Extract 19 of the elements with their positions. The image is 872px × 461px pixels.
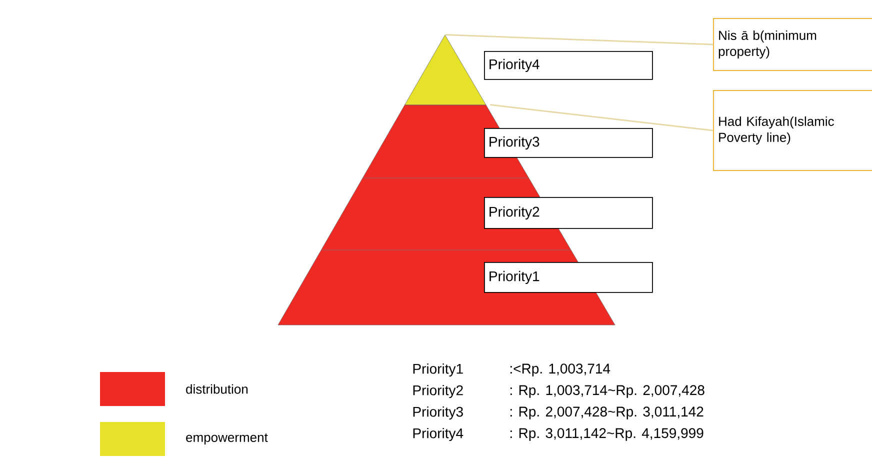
range-text: : Rp. 1,003,714~Rp. 2,007,428 bbox=[510, 385, 704, 398]
range-text: : Rp. 2,007,428~Rp. 3,011,142 bbox=[510, 406, 704, 420]
leader-line bbox=[445, 34, 714, 46]
label-box: Priority4 bbox=[484, 51, 653, 80]
legend-text: distribution bbox=[186, 384, 248, 394]
range-text: :<Rp. 1,003,714 bbox=[510, 364, 610, 376]
range-text: : Rp. 3,011,142~Rp. 4,159,999 bbox=[510, 428, 704, 441]
label-box: Priority2 bbox=[484, 197, 653, 229]
range-text: Priority3 bbox=[413, 406, 463, 420]
note-box: Had Kifayah(Islamic Poverty line) bbox=[713, 90, 872, 171]
leader-line bbox=[490, 104, 714, 132]
legend-text: empowerment bbox=[186, 433, 268, 445]
label-box: Priority3 bbox=[484, 128, 653, 158]
label-box: Priority1 bbox=[484, 262, 653, 293]
range-text: Priority4 bbox=[413, 428, 464, 442]
pyramid-tier bbox=[404, 34, 486, 106]
range-text: Priority2 bbox=[413, 384, 463, 398]
note-box: Nis ā b(minimum property) bbox=[713, 18, 872, 71]
range-text: Priority1 bbox=[413, 363, 463, 377]
